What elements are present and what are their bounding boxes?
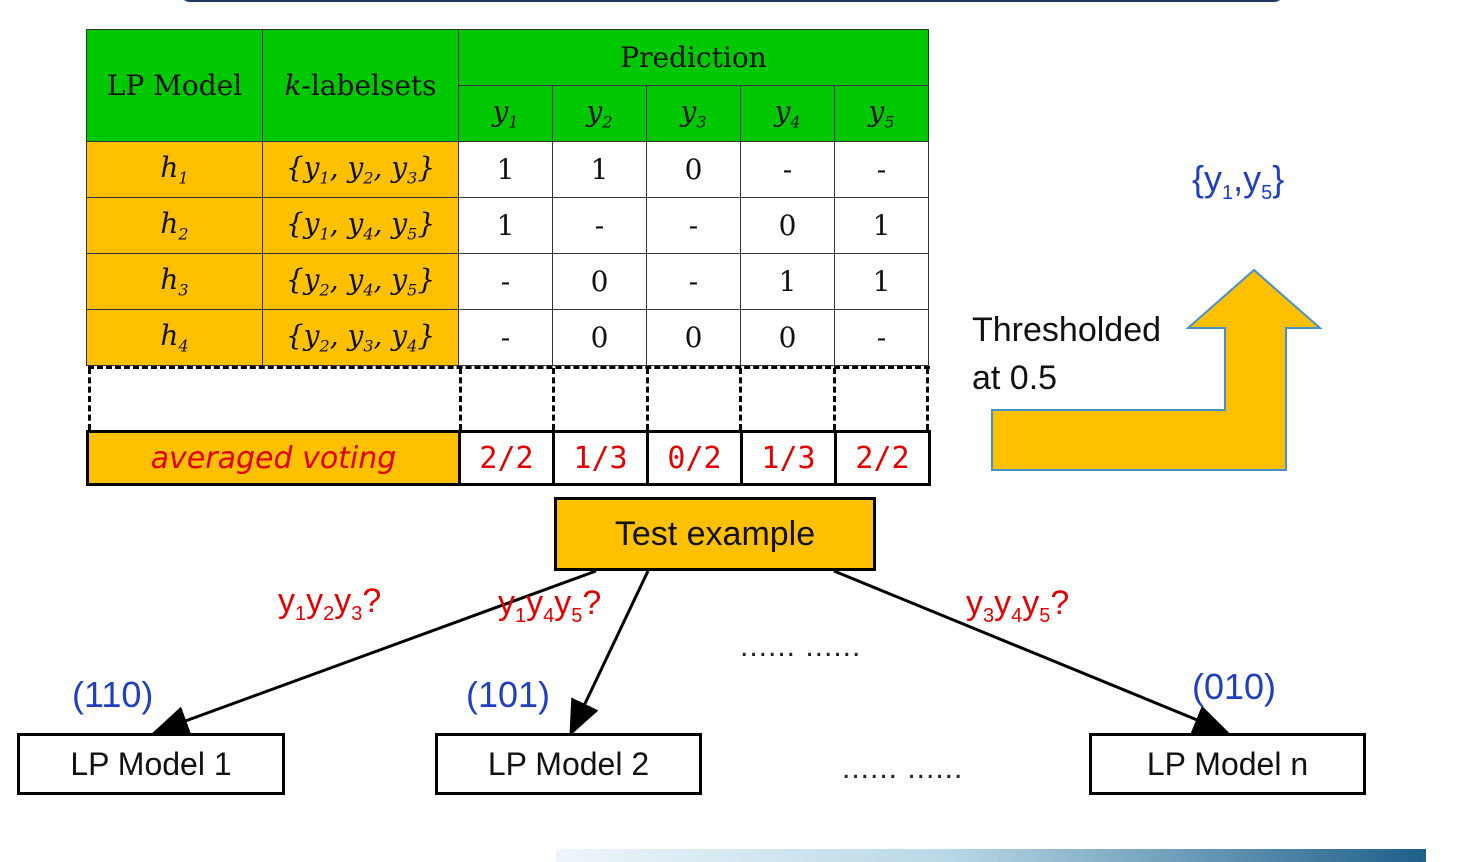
header-y4: y4: [740, 85, 835, 142]
model-h4: h4: [86, 309, 263, 366]
pred-cell: 0: [646, 141, 741, 198]
labelset-h2: {y1, y4, y5}: [262, 197, 459, 254]
pred-cell: -: [740, 141, 835, 198]
labelset-h1: {y1, y2, y3}: [262, 141, 459, 198]
table-row: h2 {y1, y4, y5} 1 - - 0 1: [86, 197, 929, 254]
header-y1: y1: [458, 85, 553, 142]
pred-cell: -: [834, 309, 929, 366]
dashed-line: [926, 368, 929, 430]
pred-cell: 0: [552, 253, 647, 310]
dashed-line: [552, 368, 555, 430]
output-model-n: (010): [1192, 666, 1277, 707]
output-model-1: (110): [72, 674, 154, 715]
labelset-h4: {y2, y3, y4}: [262, 309, 459, 366]
dashed-line: [88, 368, 91, 430]
lp-model-n-box: LP Model n: [1089, 733, 1366, 795]
output-model-2: (101): [466, 674, 551, 715]
pred-cell: 1: [740, 253, 835, 310]
dashed-line: [646, 368, 649, 430]
threshold-line-2: at 0.5: [972, 359, 1058, 397]
table-row: h4 {y2, y3, y4} - 0 0 0 -: [86, 309, 929, 366]
table-row: h1 {y1, y2, y3} 1 1 0 - -: [86, 141, 929, 198]
final-label-set: {y1,y5}: [1192, 158, 1285, 205]
pred-cell: 1: [552, 141, 647, 198]
lp-prediction-table: LP Model k-labelsets Prediction y1 y2 y3…: [86, 29, 929, 366]
header-k-labelsets: k-labelsets: [262, 29, 459, 142]
pred-cell: -: [834, 141, 929, 198]
dashed-separator: [88, 366, 930, 369]
model-h3: h3: [86, 253, 263, 310]
test-example-box: Test example: [554, 497, 876, 571]
pred-cell: 0: [740, 197, 835, 254]
bottom-gradient-bar: [556, 849, 1426, 862]
dashed-line: [833, 368, 836, 430]
pred-cell: 1: [458, 197, 553, 254]
lp-model-2-box: LP Model 2: [435, 733, 702, 795]
vote-value: 2/2: [834, 430, 931, 486]
header-prediction: Prediction: [458, 29, 929, 86]
pred-cell: 0: [740, 309, 835, 366]
dashed-line: [459, 368, 462, 430]
header-y5: y5: [834, 85, 929, 142]
pred-cell: -: [458, 309, 553, 366]
header-lp-model: LP Model: [86, 29, 263, 142]
query-model-n: y3y4y5?: [966, 584, 1070, 627]
pred-cell: -: [646, 253, 741, 310]
threshold-text: Thresholded at 0.5: [972, 306, 1161, 402]
ellipsis-bottom: ...... ......: [842, 752, 964, 785]
averaged-voting-label: averaged voting: [86, 430, 461, 486]
query-model-1: y1y2y3?: [278, 582, 382, 625]
model-h2: h2: [86, 197, 263, 254]
query-model-2: y1y4y5?: [498, 584, 602, 627]
pred-cell: 0: [646, 309, 741, 366]
threshold-arrow: [991, 268, 1323, 471]
ellipsis-middle: ...... ......: [740, 630, 862, 663]
lp-model-1-box: LP Model 1: [17, 733, 285, 795]
threshold-line-1: Thresholded: [972, 311, 1162, 349]
dashed-line: [739, 368, 742, 430]
header-y3: y3: [646, 85, 741, 142]
